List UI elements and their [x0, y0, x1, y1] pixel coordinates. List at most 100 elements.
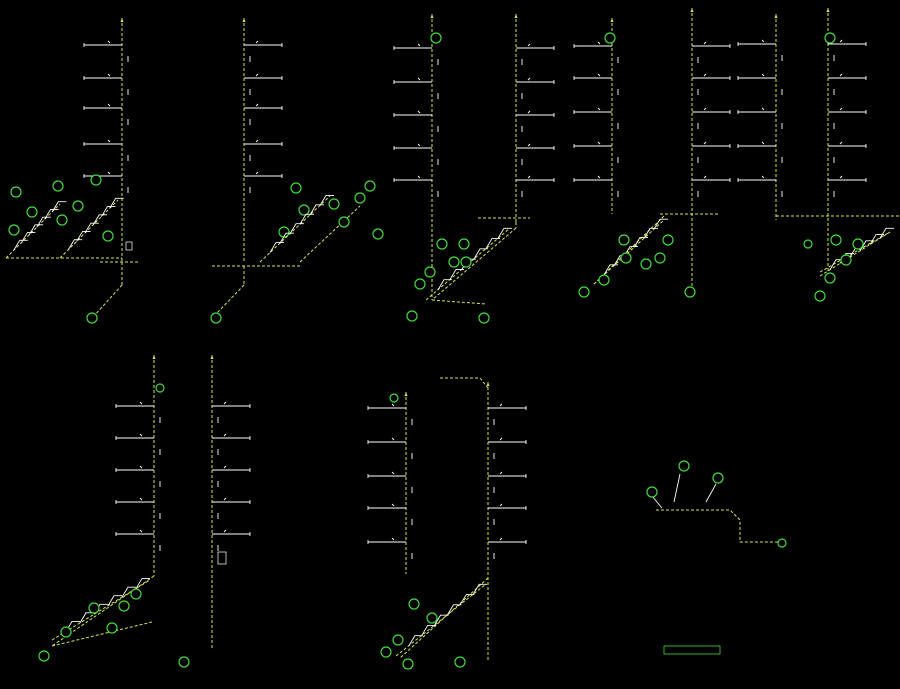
fixture-bubble	[830, 234, 842, 246]
bubble-circle	[402, 658, 414, 670]
fixture-tick	[139, 529, 143, 533]
fixture-branch	[879, 227, 894, 239]
bubble-circle	[372, 228, 384, 240]
bubble-circle	[88, 602, 100, 614]
fixture-tick	[703, 107, 707, 111]
fixture-tick	[597, 141, 601, 145]
fixture-branch	[653, 218, 668, 230]
collector-pipe	[593, 219, 665, 285]
fixture-tick	[527, 143, 531, 147]
fixture-tick	[761, 73, 765, 77]
fixture-tick	[839, 107, 843, 111]
house-drain	[93, 284, 123, 317]
trap-symbol	[125, 241, 133, 251]
vent-arrow	[690, 8, 694, 12]
fixture-branch	[408, 635, 423, 646]
collector-pipe	[819, 231, 891, 273]
outlet-bubble	[578, 286, 590, 298]
fixture-bubble	[448, 256, 460, 268]
fixture-tick	[391, 537, 395, 541]
fixture-bubble	[88, 602, 100, 614]
fixture-bubble	[618, 234, 630, 246]
fixture-branch	[21, 232, 36, 243]
fixture-branch	[497, 227, 512, 239]
fixture-branch	[51, 201, 67, 212]
fixture-bubble	[26, 206, 38, 218]
fixture-bubble	[338, 216, 350, 228]
fixture-tick	[255, 40, 259, 44]
fixture-bubble	[56, 214, 68, 226]
bubble-circle	[72, 200, 84, 212]
fixture-tick	[107, 40, 111, 44]
bubble-circle	[684, 286, 696, 298]
fixture-tick	[139, 465, 143, 469]
fixture-bubble	[90, 174, 102, 186]
riser-diagram-1	[5, 18, 140, 324]
top-bubble	[155, 383, 165, 393]
bubble-circle	[364, 180, 376, 192]
fixture-tick	[499, 503, 503, 507]
detail-branch	[651, 495, 663, 509]
fixture-bubble	[814, 290, 826, 302]
fixture-branch	[603, 264, 618, 276]
fixture-branch	[13, 239, 28, 251]
fixture-branch	[84, 222, 99, 234]
fixture-branch	[633, 236, 648, 248]
bubble-circle	[824, 272, 836, 284]
bubble-circle	[640, 258, 652, 270]
bubble-circle	[458, 238, 470, 250]
fixture-branch	[309, 204, 324, 216]
fixture-bubble	[60, 626, 72, 638]
collector-pipe	[431, 227, 517, 301]
bubble-circle	[86, 312, 98, 324]
legend	[663, 645, 721, 655]
roof-vent	[440, 377, 489, 389]
outlet-bubble	[684, 286, 696, 298]
fixture-tick	[499, 403, 503, 407]
fixture-bubble	[640, 258, 652, 270]
fixture-branch	[279, 232, 294, 244]
outlet-bubble	[478, 312, 490, 324]
fixture-bubble	[10, 186, 22, 198]
top-bubble	[389, 393, 399, 403]
fixture-bubble	[424, 266, 436, 278]
bubble-circle	[414, 278, 426, 290]
fixture-tick	[417, 43, 421, 47]
bubble-circle	[424, 266, 436, 278]
bubble-circle	[56, 214, 68, 226]
outlet-bubble	[406, 310, 418, 322]
fixture-tick	[107, 103, 111, 107]
fixture-tick	[839, 73, 843, 77]
fixture-branch	[447, 604, 462, 616]
bubble-circle	[338, 216, 350, 228]
detail-bubble	[646, 486, 658, 498]
bubble-circle	[654, 252, 666, 264]
fixture-tick	[597, 107, 601, 111]
fixture-branch	[76, 230, 91, 242]
fixture-bubble	[372, 228, 384, 240]
fixture-bubble	[402, 658, 414, 670]
bubble-circle	[90, 174, 102, 186]
detail-pipe	[656, 509, 780, 543]
fixture-tick	[139, 433, 143, 437]
fixture-branch	[67, 239, 83, 250]
fixture-bubble	[328, 198, 340, 210]
bubble-circle	[712, 472, 724, 484]
bubble-circle	[803, 239, 813, 249]
fixture-branch	[459, 594, 475, 605]
fixture-branch	[36, 216, 51, 228]
bubble-circle	[328, 198, 340, 210]
fixture-branch	[289, 223, 304, 234]
fixture-tick	[391, 471, 395, 475]
fixture-bubble	[662, 234, 674, 246]
fixture-tick	[527, 110, 531, 114]
vent-arrow	[152, 355, 156, 359]
bubble-circle	[646, 486, 658, 498]
vent-arrow	[404, 392, 408, 396]
fixture-tick	[417, 77, 421, 81]
fixture-branch	[434, 614, 449, 626]
fixture-bubble	[380, 646, 392, 658]
riser-diagram-6	[38, 355, 251, 668]
detail-bubble	[712, 472, 724, 484]
fixture-bubble	[118, 600, 130, 612]
